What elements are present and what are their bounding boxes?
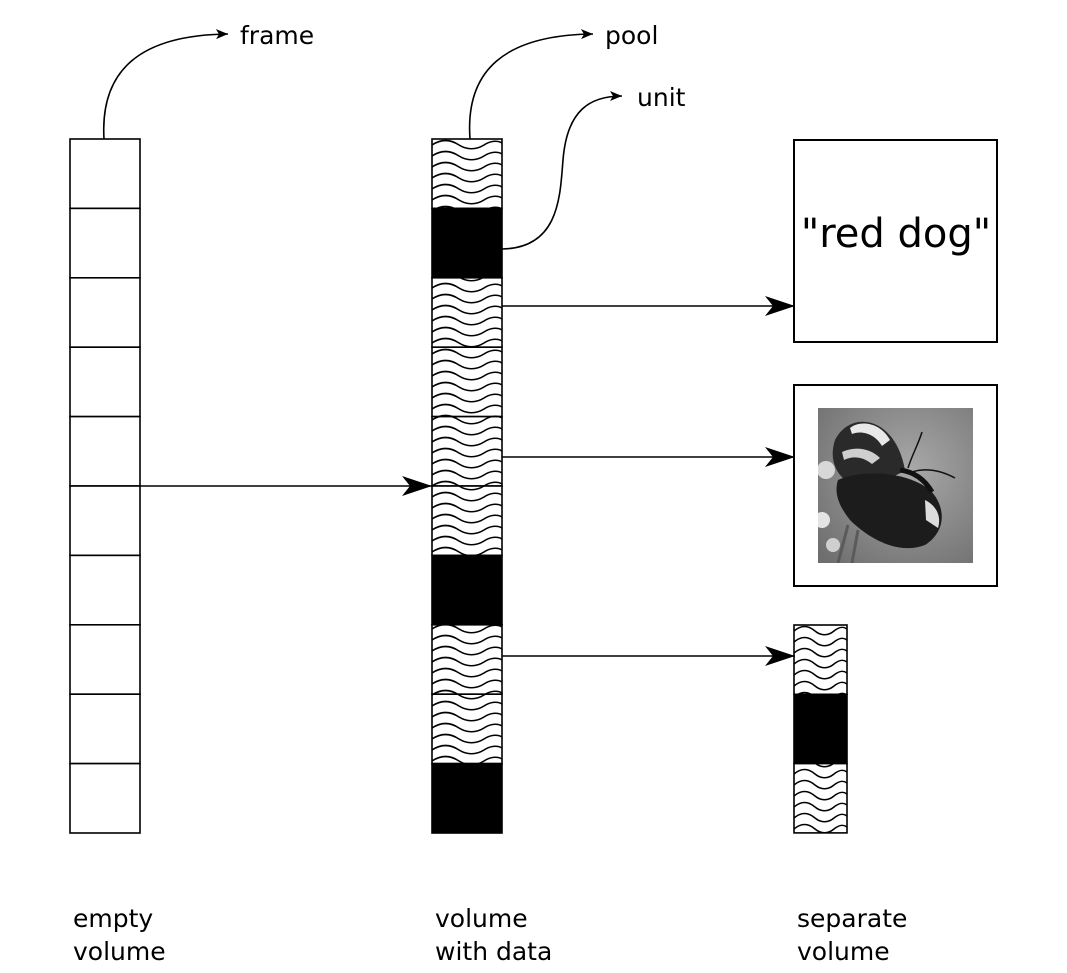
empty-volume-cell-1-empty xyxy=(69,138,141,210)
empty-volume-cell-7-empty xyxy=(69,554,141,626)
data-volume-cell-1-pool xyxy=(431,138,503,210)
pool-pointer-arrow xyxy=(468,29,594,140)
frame-pointer-arrow xyxy=(102,29,229,140)
data-volume-cell-10-unit xyxy=(431,762,503,834)
separate-volume-caption-line1: separate xyxy=(797,904,908,933)
empty-volume-cell-2-empty xyxy=(69,207,141,279)
separate-volume-cell-2-unit xyxy=(793,693,848,765)
empty-volume-cell-8-empty xyxy=(69,623,141,695)
data-volume-cell-4-pool xyxy=(431,346,503,418)
data-volume-cell-9-pool xyxy=(431,693,503,765)
empty-volume-cell-6-empty xyxy=(69,485,141,557)
unit-label: unit xyxy=(637,83,686,112)
butterfly-image xyxy=(818,408,973,563)
data-volume-cell-7-unit xyxy=(431,554,503,626)
data-volume-cell-5-pool xyxy=(431,415,503,487)
data-volume-caption: volume with data xyxy=(435,902,552,968)
text-item-box xyxy=(793,139,998,343)
empty-volume-caption: empty volume xyxy=(73,902,166,968)
empty-volume-cell-3-empty xyxy=(69,276,141,348)
text-item-value: "red dog" xyxy=(801,211,991,257)
empty-volume-cell-4-empty xyxy=(69,346,141,418)
empty-volume-caption-line2: volume xyxy=(73,937,166,966)
data-volume-cell-6-pool xyxy=(431,485,503,557)
data-volume-caption-line1: volume xyxy=(435,904,528,933)
data-volume-cell-8-pool xyxy=(431,623,503,695)
empty-volume-cell-5-empty xyxy=(69,415,141,487)
data-volume-cell-2-unit xyxy=(431,207,503,279)
separate-volume-cell-1-pool xyxy=(793,624,848,696)
frame-label: frame xyxy=(240,21,314,50)
data-volume-cell-3-pool xyxy=(431,276,503,348)
data-volume-column xyxy=(431,138,503,834)
unit-pointer-arrow xyxy=(501,91,623,250)
separate-volume-cell-3-pool xyxy=(793,762,848,834)
separate-volume-column xyxy=(793,624,848,834)
pool-label: pool xyxy=(605,21,658,50)
separate-volume-caption-line2: volume xyxy=(797,937,890,966)
empty-volume-column xyxy=(69,138,141,834)
empty-volume-cell-9-empty xyxy=(69,693,141,765)
separate-volume-caption: separate volume xyxy=(797,902,907,968)
data-volume-caption-line2: with data xyxy=(435,937,553,966)
empty-volume-caption-line1: empty xyxy=(73,904,154,933)
empty-volume-cell-10-empty xyxy=(69,762,141,834)
